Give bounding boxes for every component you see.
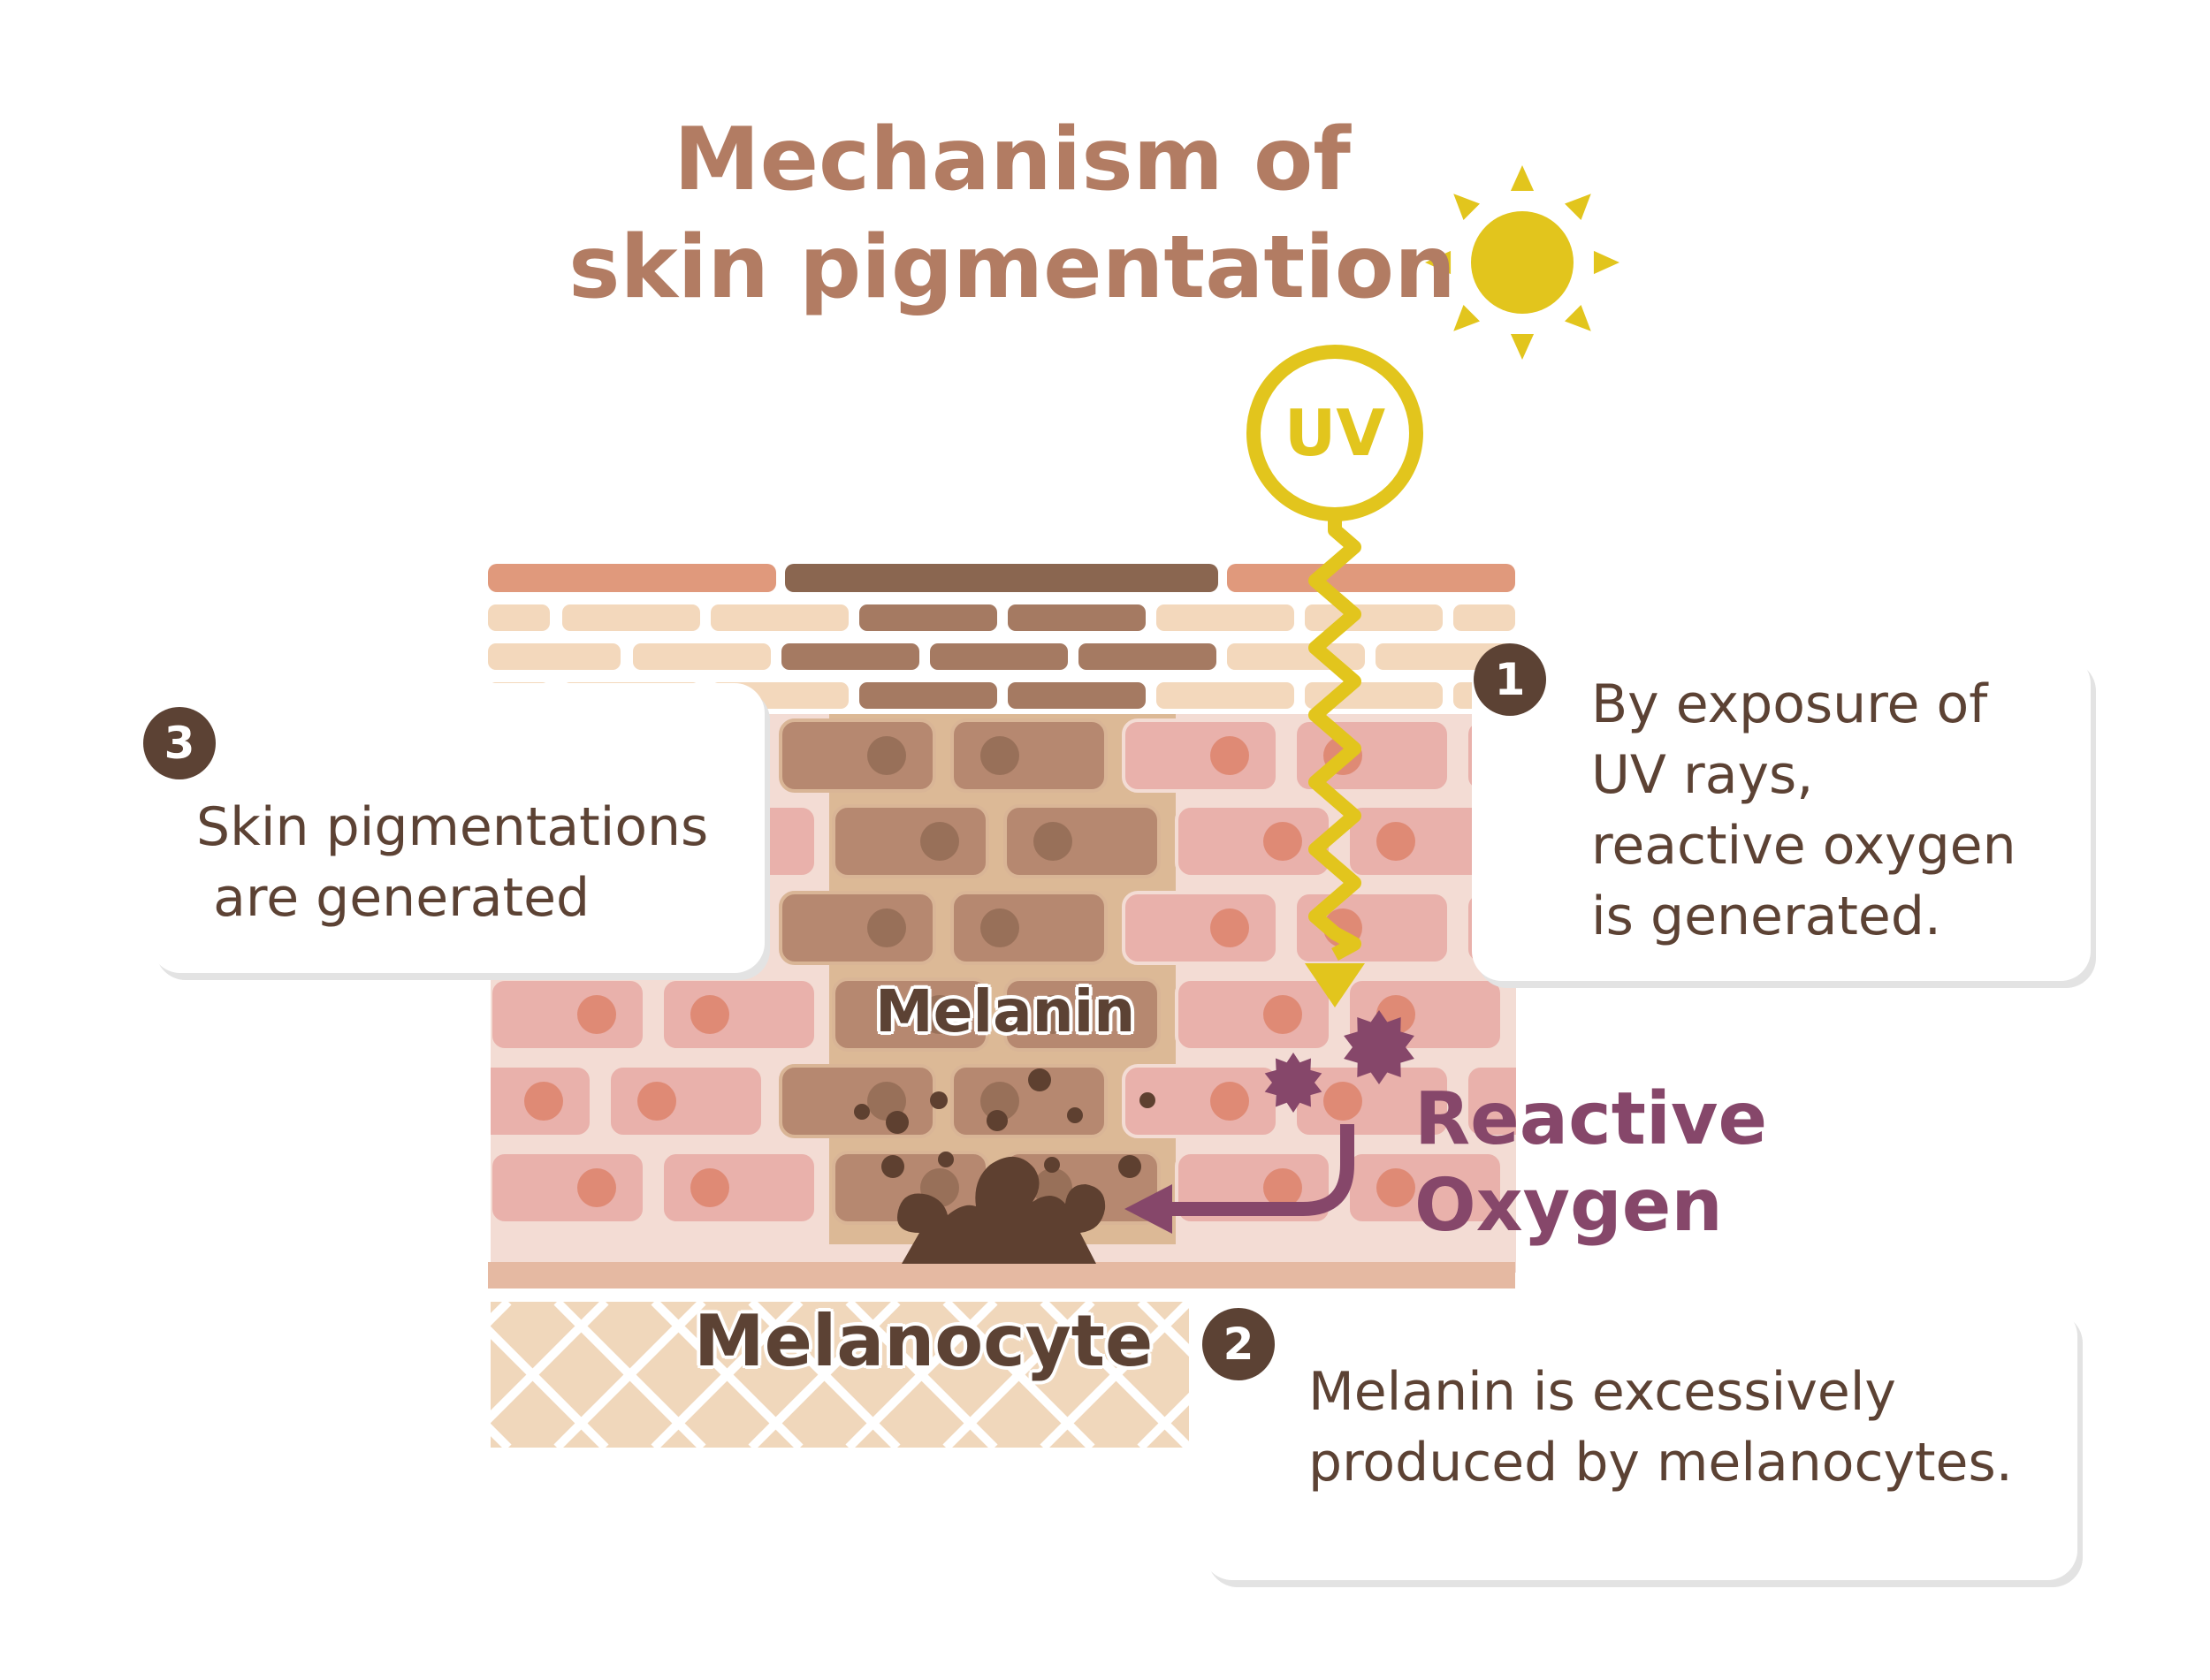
step-2-line-1: Melanin is excessively: [1308, 1361, 1896, 1423]
melanocyte-label: Melanocyte: [694, 1300, 1154, 1382]
step-1-line-2: UV rays,: [1591, 744, 1814, 806]
callout-step-1: [1472, 654, 2091, 981]
sun-icon: [1425, 165, 1619, 360]
arrow-icon: [1124, 1124, 1354, 1234]
uv-label: UV: [1284, 396, 1386, 470]
step-number-1: 1: [1474, 643, 1546, 716]
dermis-layer: [491, 1302, 1189, 1448]
callout-step-2: [1202, 1306, 2077, 1580]
reactive-oxygen-label: Reactive Oxygen: [1414, 1076, 1767, 1250]
title-line-1: Mechanism of: [674, 110, 1351, 210]
step-3-line-2: are generated: [196, 867, 591, 929]
melanocyte-icon: [854, 1068, 1155, 1264]
reactive-label-line-1: Reactive: [1414, 1077, 1768, 1161]
uv-ray-icon: [1246, 345, 1423, 1007]
step-1-line-3: reactive oxygen: [1591, 815, 2016, 877]
step-1-text: By exposure of UV rays, reactive oxygen …: [1591, 669, 2016, 952]
step-3-text: Skin pigmentations are generated: [196, 792, 708, 933]
step-1-line-4: is generated.: [1591, 886, 1941, 947]
callout-step-3: [150, 683, 765, 973]
step-2-line-2: produced by melanocytes.: [1308, 1432, 2013, 1494]
reactive-oxygen-icon: [1264, 1010, 1414, 1113]
reactive-label-line-2: Oxygen: [1414, 1164, 1723, 1248]
basement-membrane: [488, 1262, 1515, 1289]
page-title: Mechanism of skin pigmentation: [548, 106, 1476, 322]
step-3-line-1: Skin pigmentations: [196, 796, 709, 858]
step-1-line-1: By exposure of: [1591, 673, 1988, 735]
melanin-label: Melanin: [875, 977, 1136, 1045]
title-line-2: skin pigmentation: [568, 217, 1456, 318]
step-number-2: 2: [1202, 1308, 1275, 1380]
step-2-text: Melanin is excessively produced by melan…: [1308, 1357, 2013, 1498]
step-number-3: 3: [143, 707, 216, 779]
